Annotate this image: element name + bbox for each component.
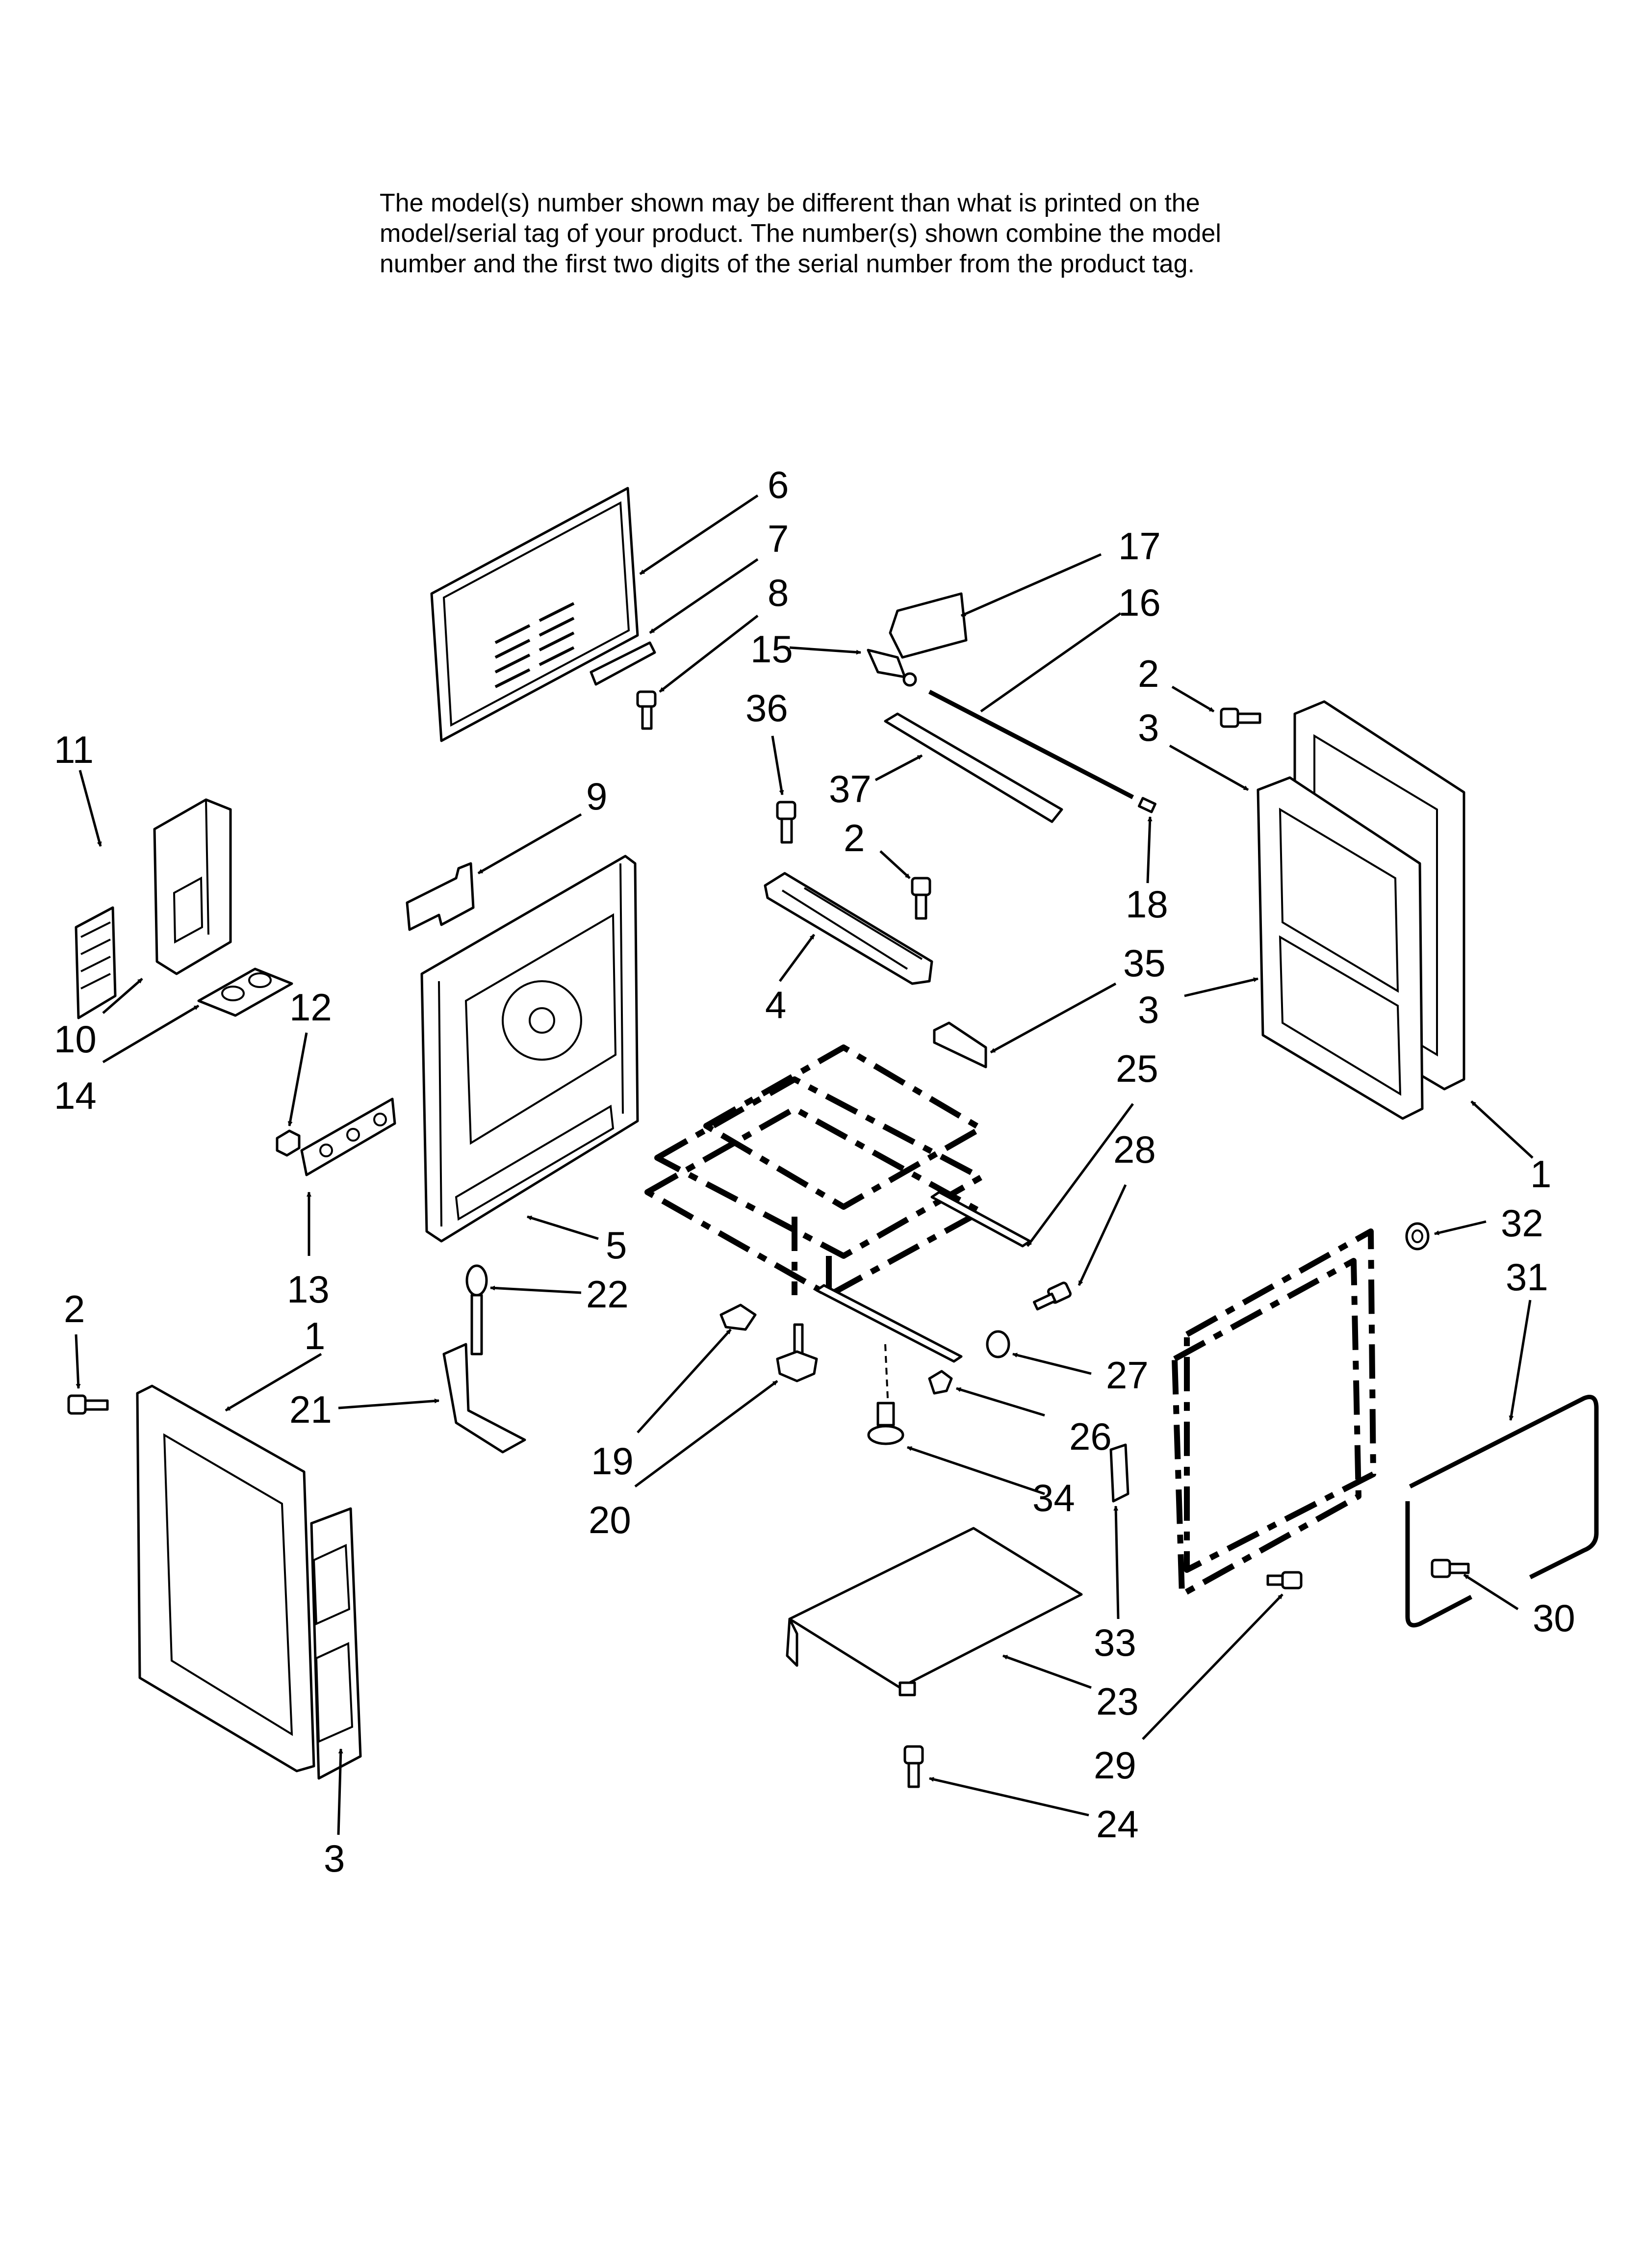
part-screw-8 bbox=[636, 690, 657, 730]
callout-12: 12 bbox=[289, 986, 332, 1029]
part-bracket-9 bbox=[406, 862, 475, 931]
part-grille-11 bbox=[75, 906, 117, 1019]
callout-16: 16 bbox=[1118, 581, 1161, 624]
callout-9: 9 bbox=[586, 775, 607, 818]
part-rear-panel bbox=[430, 487, 639, 742]
callout-1-left: 1 bbox=[304, 1314, 325, 1357]
callout-10: 10 bbox=[54, 1017, 97, 1061]
callout-28: 28 bbox=[1113, 1128, 1156, 1171]
callout-36: 36 bbox=[745, 686, 788, 730]
callout-3-right: 3 bbox=[1138, 988, 1159, 1031]
part-clip-33 bbox=[1109, 1443, 1129, 1503]
part-nut-12 bbox=[276, 1129, 301, 1157]
leader-lines bbox=[75, 494, 1534, 1835]
callout-3-bottom-left: 3 bbox=[324, 1837, 345, 1880]
part-screw-36 bbox=[776, 801, 796, 844]
model-number-note: The model(s) number shown may be differe… bbox=[380, 188, 1459, 279]
part-pad-35 bbox=[933, 1021, 987, 1069]
callout-5: 5 bbox=[606, 1224, 627, 1267]
part-clip-18 bbox=[1138, 797, 1156, 813]
part-right-frame-dashed bbox=[1172, 1228, 1376, 1597]
callout-15: 15 bbox=[750, 627, 793, 671]
callout-19: 19 bbox=[591, 1439, 634, 1483]
part-side-panels-3 bbox=[1257, 700, 1465, 1120]
callout-8: 8 bbox=[768, 571, 789, 614]
note-line-1: The model(s) number shown may be differe… bbox=[380, 189, 1200, 217]
part-main-frame-5 bbox=[420, 855, 639, 1243]
callout-1-right: 1 bbox=[1530, 1152, 1551, 1196]
part-bottom-panel-23 bbox=[786, 1527, 1083, 1696]
callout-2-center: 2 bbox=[844, 816, 865, 860]
part-wire-16 bbox=[928, 690, 1134, 799]
part-shield-17 bbox=[889, 592, 968, 659]
part-bracket-7 bbox=[590, 641, 656, 686]
part-probe-22 bbox=[465, 1264, 488, 1356]
part-screw-2-center bbox=[911, 877, 931, 920]
part-bracket-4 bbox=[764, 872, 933, 985]
callout-2-left: 2 bbox=[64, 1287, 85, 1330]
callout-23: 23 bbox=[1096, 1680, 1139, 1723]
part-rod-37 bbox=[884, 712, 1063, 823]
part-oven-cavity-dashed bbox=[644, 1044, 984, 1298]
callout-31: 31 bbox=[1506, 1255, 1548, 1299]
callout-35: 35 bbox=[1123, 941, 1166, 985]
part-terminal-block-13 bbox=[300, 1097, 396, 1176]
callout-14: 14 bbox=[54, 1074, 97, 1117]
callout-6: 6 bbox=[768, 463, 789, 506]
callout-34: 34 bbox=[1032, 1476, 1075, 1519]
part-bracket-10 bbox=[153, 798, 232, 975]
callout-21: 21 bbox=[289, 1388, 332, 1431]
callout-2-top-right: 2 bbox=[1138, 652, 1159, 695]
callout-13: 13 bbox=[287, 1268, 330, 1311]
part-screw-30 bbox=[1431, 1559, 1470, 1578]
part-gasket-14 bbox=[197, 967, 293, 1017]
callout-22: 22 bbox=[586, 1273, 629, 1316]
callout-18: 18 bbox=[1126, 883, 1168, 926]
part-gasket-31 bbox=[1405, 1395, 1599, 1628]
callout-labels: 6 7 8 17 16 15 36 2 3 37 2 18 11 9 10 14… bbox=[54, 463, 1575, 1880]
part-screw-2-left bbox=[67, 1394, 109, 1415]
part-screw-29 bbox=[1266, 1571, 1303, 1590]
callout-27: 27 bbox=[1106, 1354, 1149, 1397]
callout-11: 11 bbox=[54, 728, 94, 771]
callout-25: 25 bbox=[1116, 1047, 1158, 1090]
callout-26: 26 bbox=[1069, 1415, 1112, 1458]
part-leveling-leg-20 bbox=[776, 1323, 818, 1382]
callout-29: 29 bbox=[1094, 1744, 1136, 1787]
note-line-3: number and the first two digits of the s… bbox=[380, 250, 1195, 278]
part-grommet-32 bbox=[1405, 1222, 1430, 1251]
part-rail-25 bbox=[930, 1191, 1031, 1248]
callout-37: 37 bbox=[829, 767, 872, 810]
part-clip-19 bbox=[719, 1303, 757, 1331]
part-connector-15 bbox=[867, 649, 917, 687]
callout-32: 32 bbox=[1501, 1201, 1543, 1245]
callout-33: 33 bbox=[1094, 1621, 1136, 1664]
callout-24: 24 bbox=[1096, 1802, 1139, 1846]
callout-20: 20 bbox=[589, 1498, 631, 1541]
callout-4: 4 bbox=[765, 983, 786, 1026]
part-screw-2-right bbox=[1220, 707, 1261, 728]
part-rail-27-group bbox=[815, 1284, 1010, 1445]
callout-7: 7 bbox=[768, 517, 789, 560]
note-line-2: model/serial tag of your product. The nu… bbox=[380, 219, 1221, 248]
part-screw-28 bbox=[1032, 1281, 1072, 1311]
part-screw-24 bbox=[903, 1745, 924, 1788]
part-bracket-21 bbox=[442, 1343, 526, 1454]
part-door-1 bbox=[136, 1384, 362, 1780]
callout-30: 30 bbox=[1533, 1596, 1575, 1640]
callout-17: 17 bbox=[1118, 524, 1161, 568]
callout-3-top-right: 3 bbox=[1138, 706, 1159, 749]
